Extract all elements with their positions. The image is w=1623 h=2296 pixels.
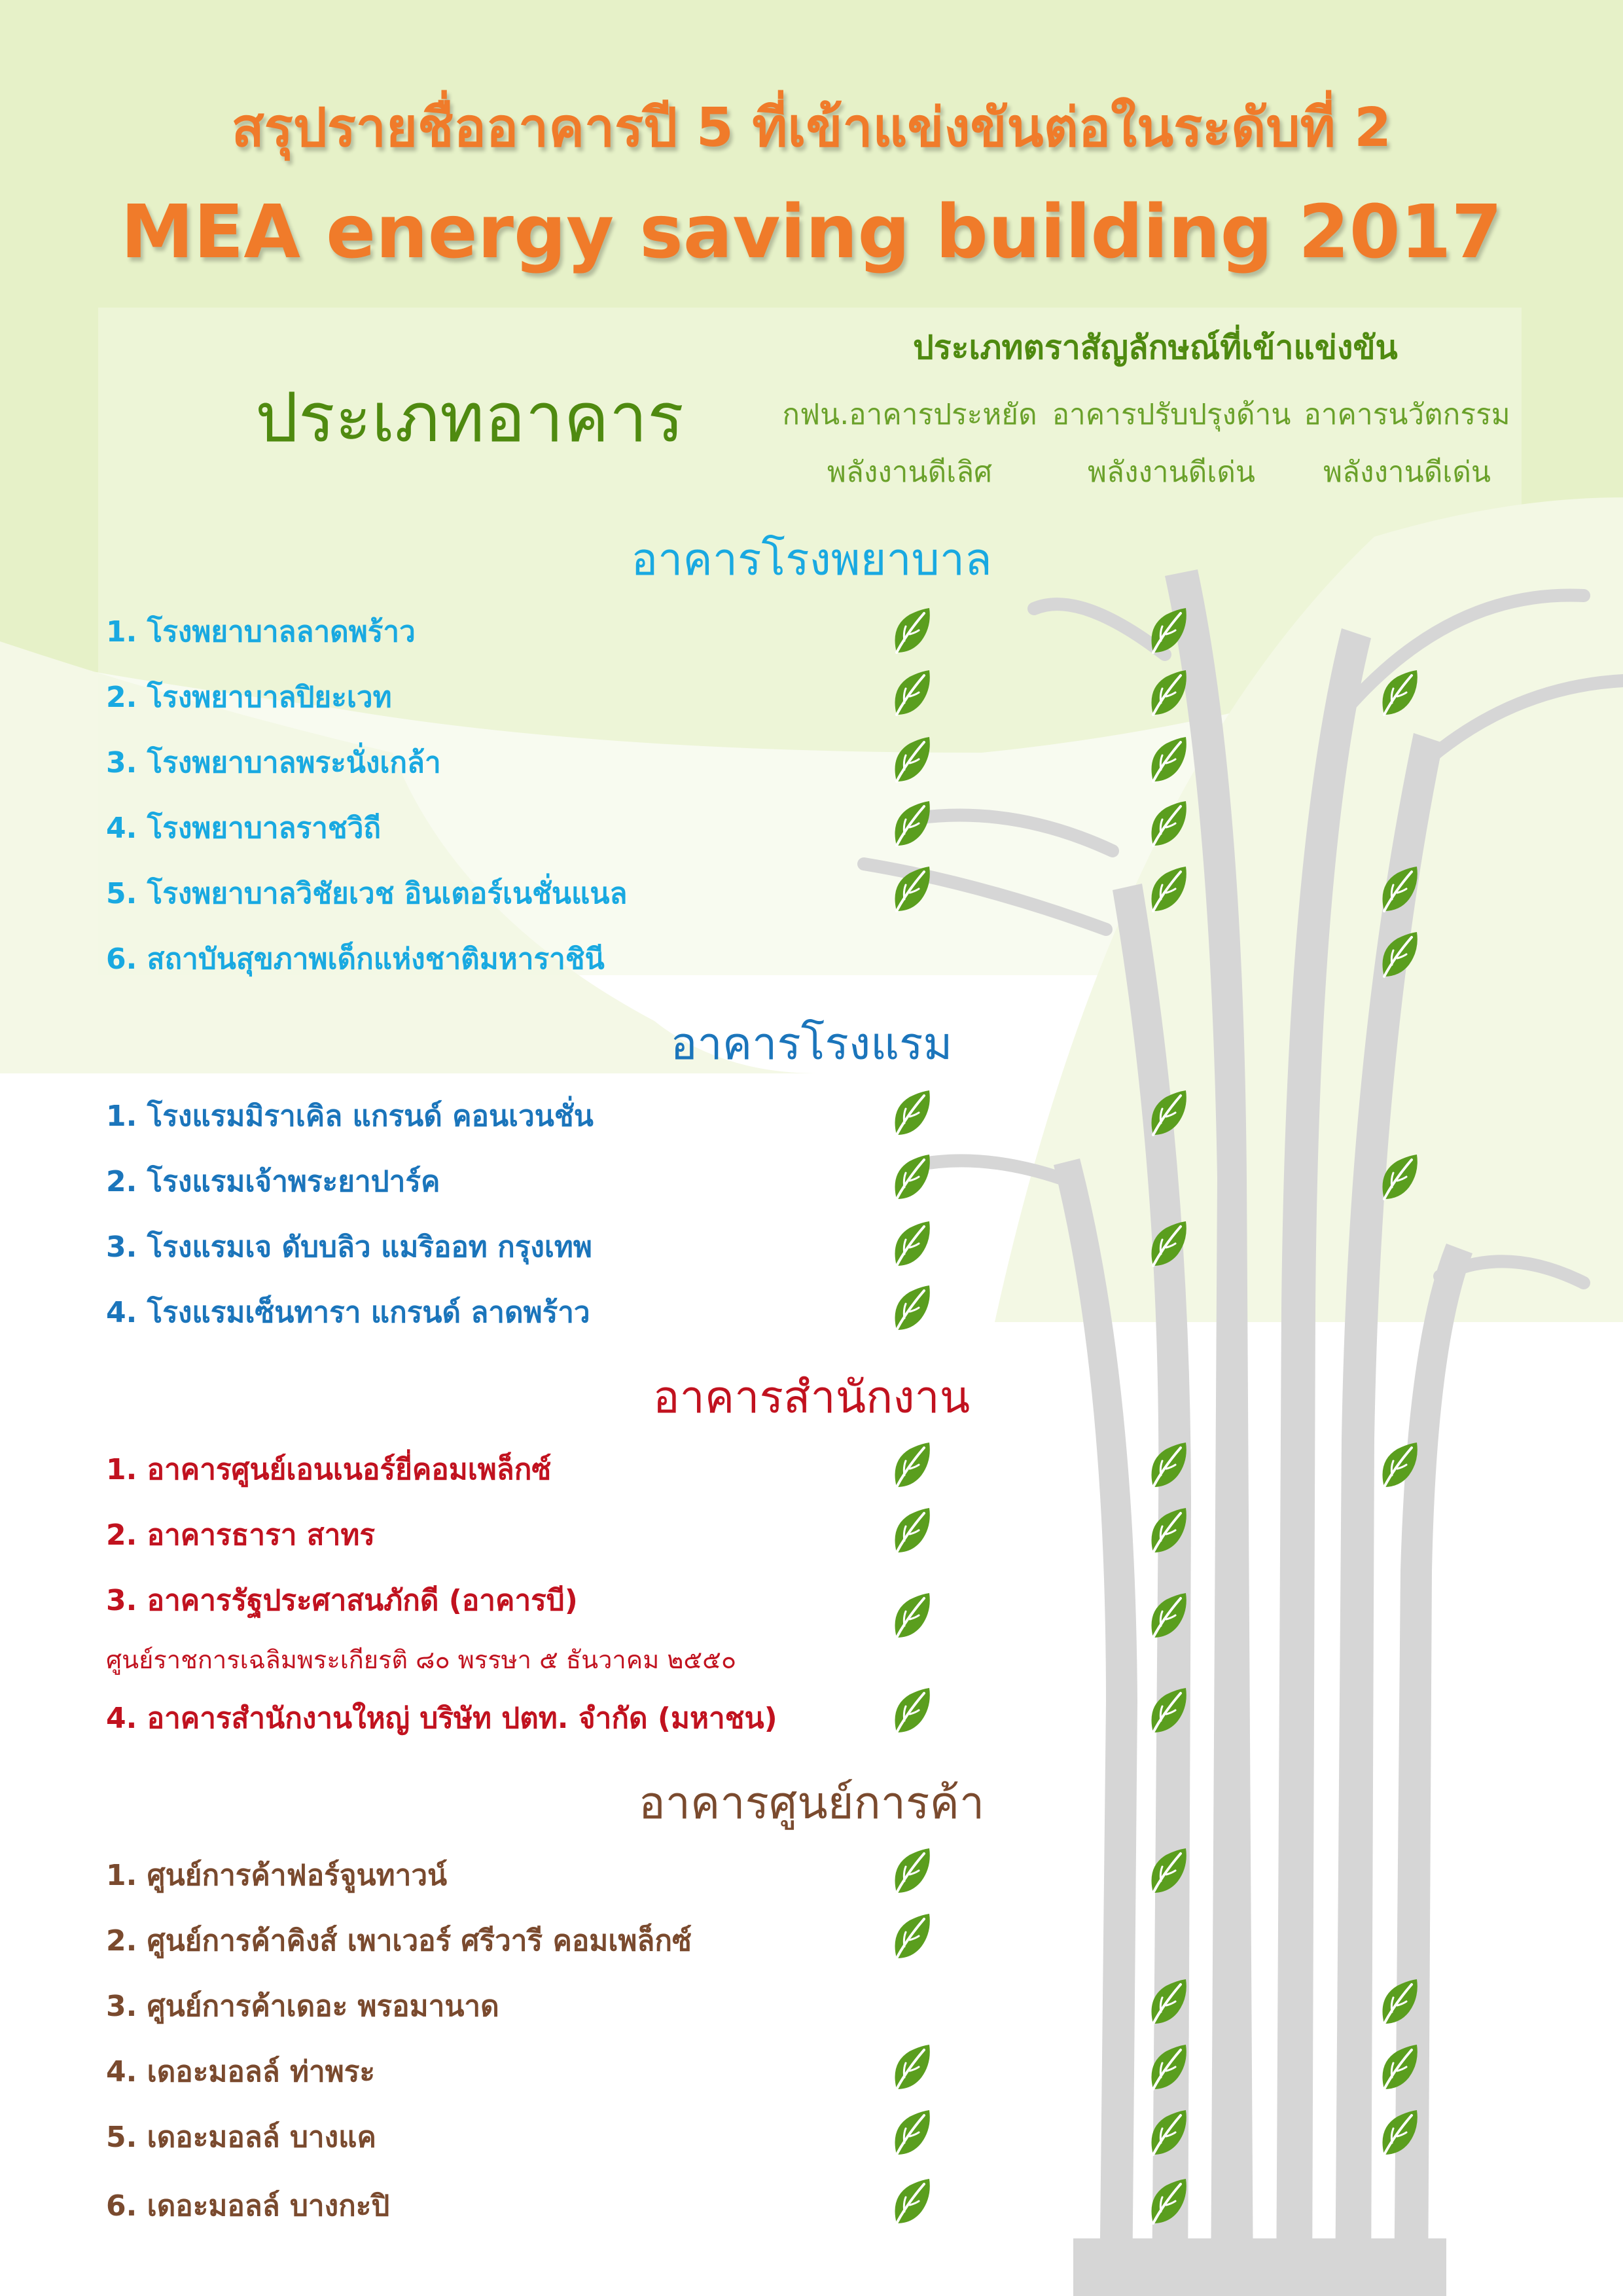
building-name: 6. สถาบันสุขภาพเด็กแห่งชาติมหาราชินี — [106, 942, 605, 976]
leaf-icon — [895, 2045, 930, 2090]
leaf-icon — [1382, 1979, 1418, 2025]
column-header-line1: อาคารปรับปรุงด้าน — [1052, 398, 1291, 431]
column-header-line2: พลังงานดีเด่น — [1088, 456, 1255, 489]
building-name: 5. โรงพยาบาลวิชัยเวช อินเตอร์เนชั่นแนล — [106, 877, 628, 910]
building-name: 4. เดอะมอลล์ ท่าพระ — [106, 2055, 375, 2089]
section-title: อาคารโรงพยาบาล — [631, 534, 992, 586]
leaf-icon — [1382, 670, 1418, 716]
leaf-icon — [1382, 932, 1418, 978]
leaf-icon — [895, 2110, 930, 2156]
building-name: 5. เดอะมอลล์ บางแค — [106, 2121, 376, 2154]
leaf-icon — [895, 1688, 930, 1734]
column-header-line1: อาคารนวัตกรรม — [1304, 398, 1510, 431]
leaf-icon — [1382, 1443, 1418, 1488]
building-name: 6. เดอะมอลล์ บางกะปิ — [106, 2189, 390, 2223]
leaf-icon — [895, 737, 930, 783]
brand-types-header: ประเภทตราสัญลักษณ์ที่เข้าแข่งขัน — [913, 329, 1398, 367]
leaf-icon — [1382, 2110, 1418, 2156]
leaf-icon — [1151, 1979, 1186, 2025]
building-type-header: ประเภทอาคาร — [255, 378, 685, 457]
leaf-icon — [1151, 2179, 1186, 2225]
leaf-icon — [1151, 2045, 1186, 2090]
building-name: 2. โรงแรมเจ้าพระยาปาร์ค — [106, 1165, 440, 1198]
building-name: 1. โรงพยาบาลลาดพร้าว — [106, 615, 416, 649]
building-name: 3. อาคารรัฐประศาสนภักดี (อาคารบี) — [106, 1584, 578, 1617]
page-title-english: MEA energy saving building 2017 — [120, 190, 1503, 275]
leaf-icon — [895, 608, 930, 654]
building-name: 2. ศูนย์การค้าคิงส์ เพาเวอร์ ศรีวารี คอม… — [106, 1924, 692, 1958]
leaf-icon — [1151, 1508, 1186, 1554]
section-title: อาคารโรงแรม — [670, 1018, 953, 1070]
building-subtitle: ศูนย์ราชการเฉลิมพระเกียรติ ๘๐ พรรษา ๕ ธั… — [106, 1645, 737, 1674]
leaf-icon — [895, 1508, 930, 1554]
column-header-line2: พลังงานดีเลิศ — [827, 456, 993, 489]
leaf-icon — [1382, 2045, 1418, 2090]
building-name: 3. ศูนย์การค้าเดอะ พรอมานาด — [106, 1990, 499, 2023]
leaf-icon — [895, 1221, 930, 1267]
leaf-icon — [1151, 1443, 1186, 1488]
column-header-line1: กฟน.อาคารประหยัด — [782, 398, 1037, 431]
leaf-icon — [1151, 1221, 1186, 1267]
leaf-icon — [895, 1285, 930, 1331]
section-title: อาคารศูนย์การค้า — [638, 1778, 985, 1829]
building-name: 1. โรงแรมมิราเคิล แกรนด์ คอนเวนชั่น — [106, 1100, 594, 1133]
leaf-icon — [1151, 2110, 1186, 2156]
column-header-line2: พลังงานดีเด่น — [1323, 456, 1491, 489]
leaf-icon — [1151, 608, 1186, 654]
building-name: 1. อาคารศูนย์เอนเนอร์ยี่คอมเพล็กซ์ — [106, 1453, 552, 1486]
building-name: 2. โรงพยาบาลปิยะเวท — [106, 681, 392, 714]
leaf-icon — [1151, 1688, 1186, 1734]
building-name: 4. โรงพยาบาลราชวิถี — [106, 812, 382, 845]
leaf-icon — [1151, 670, 1186, 716]
building-name: 3. โรงแรมเจ ดับบลิว แมริออท กรุงเทพ — [106, 1230, 592, 1264]
leaf-icon — [1382, 1155, 1418, 1200]
column-header-excellent: กฟน.อาคารประหยัด พลังงานดีเลิศ — [772, 386, 1047, 501]
leaf-icon — [895, 801, 930, 847]
building-name: 2. อาคารธารา สาทร — [106, 1518, 375, 1552]
leaf-icon — [895, 1090, 930, 1136]
leaf-icon — [1382, 867, 1418, 912]
section-title: อาคารสำนักงาน — [652, 1372, 971, 1424]
leaf-icon — [1151, 801, 1186, 847]
leaf-icon — [895, 1593, 930, 1639]
leaf-icon — [1151, 1090, 1186, 1136]
leaf-icon — [895, 1155, 930, 1200]
building-name: 4. อาคารสำนักงานใหญ่ บริษัท ปตท. จำกัด (… — [106, 1702, 777, 1735]
building-name: 1. ศูนย์การค้าฟอร์จูนทาวน์ — [106, 1859, 448, 1892]
page-title-thai: สรุปรายชื่ออาคารปี 5 ที่เข้าแข่งขันต่อใน… — [231, 97, 1392, 159]
leaf-icon — [895, 867, 930, 912]
leaf-icon — [895, 1443, 930, 1488]
leaf-icon — [1151, 867, 1186, 912]
leaf-icon — [1151, 1593, 1186, 1639]
leaf-icon — [895, 1914, 930, 1960]
column-header-innovation: อาคารนวัตกรรม พลังงานดีเด่น — [1270, 386, 1544, 501]
leaf-icon — [895, 670, 930, 716]
leaf-icon — [1151, 1848, 1186, 1894]
building-name: 4. โรงแรมเซ็นทารา แกรนด์ ลาดพร้าว — [106, 1296, 590, 1329]
column-header-improved: อาคารปรับปรุงด้าน พลังงานดีเด่น — [1034, 386, 1309, 501]
building-name: 3. โรงพยาบาลพระนั่งเกล้า — [106, 746, 441, 780]
leaf-icon — [895, 2179, 930, 2225]
leaf-icon — [895, 1848, 930, 1894]
leaf-icon — [1151, 737, 1186, 783]
